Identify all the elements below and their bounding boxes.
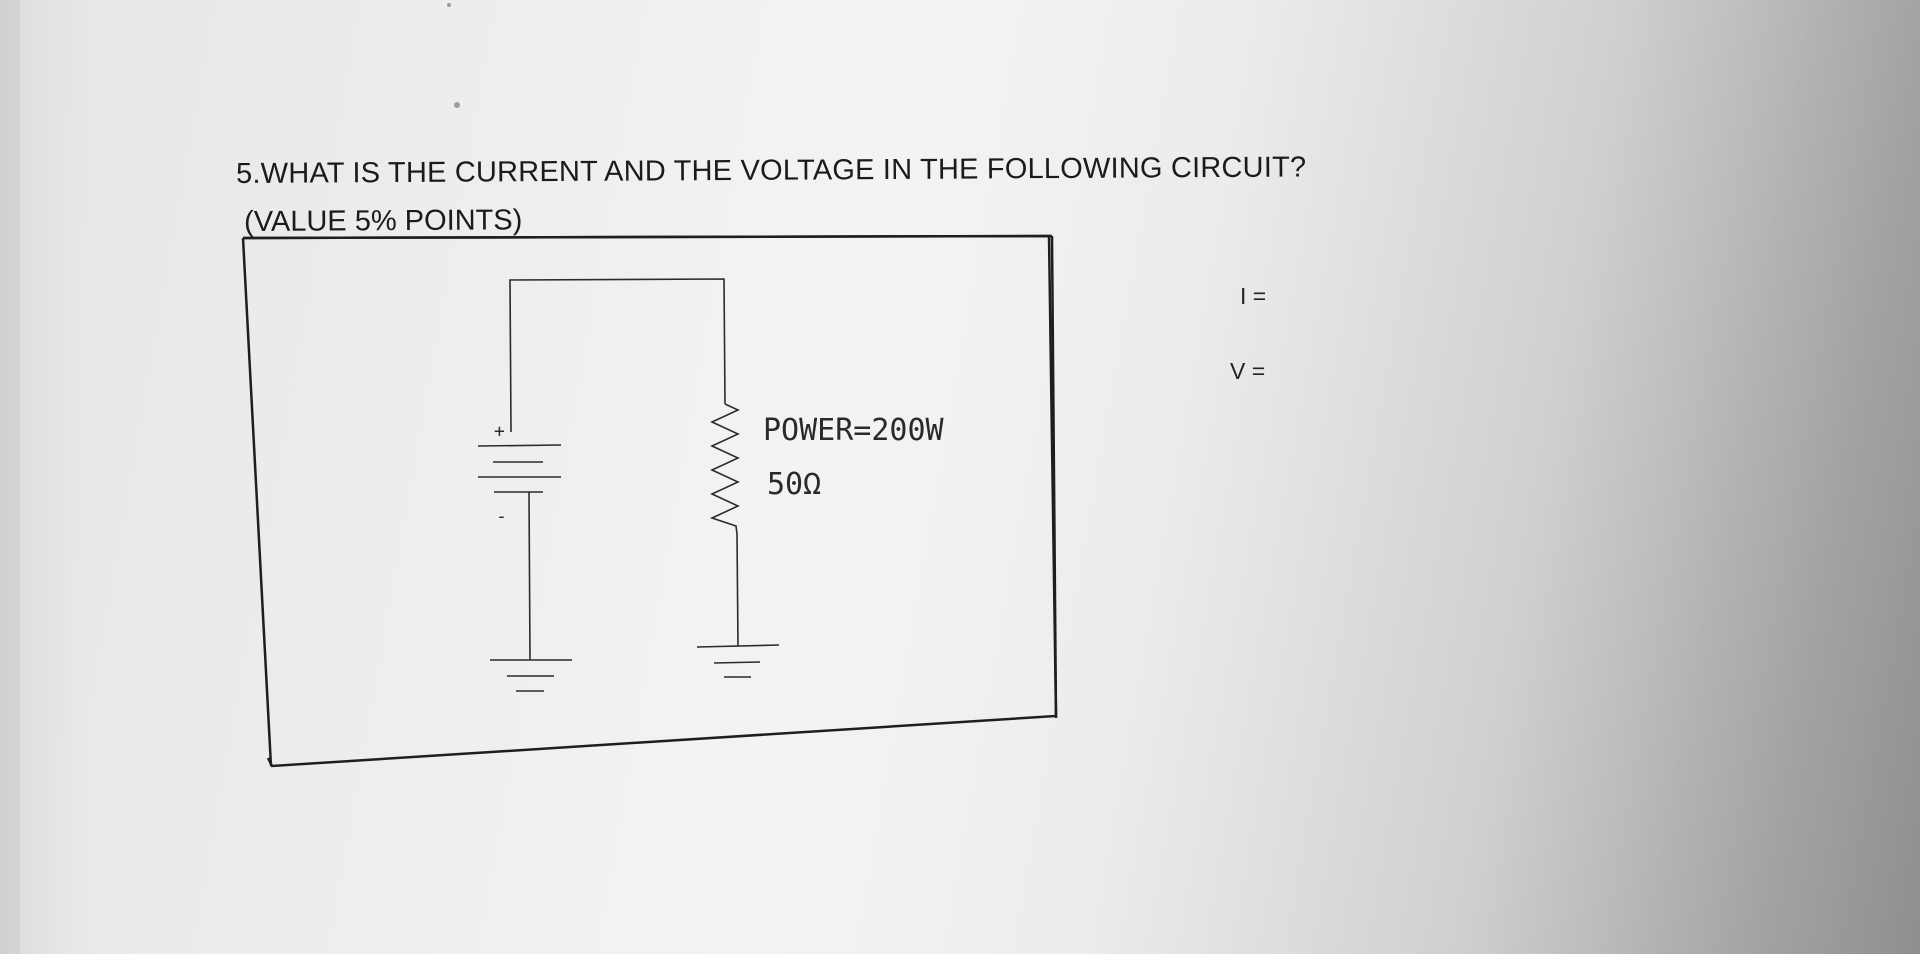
dust-speck: [447, 3, 451, 7]
resistor-ground-line-1: [696, 644, 780, 648]
voltage-answer-label: V =: [1230, 358, 1266, 384]
screen-glare: [20, 0, 1920, 954]
dust-speck: [454, 102, 460, 108]
battery-minus-sign: -: [496, 506, 507, 527]
diagram-frame-left-edge: [241, 237, 273, 767]
battery-plate-long: [477, 444, 562, 447]
power-label: POWER=200W: [763, 413, 945, 448]
top-wire: [509, 278, 726, 433]
monitor-bezel: [0, 0, 90, 954]
diagram-frame-top-edge: [242, 234, 1053, 240]
battery-plus-sign: +: [494, 421, 505, 442]
resistance-label: 50Ω: [767, 467, 821, 502]
current-answer-label: I =: [1240, 283, 1267, 309]
diagram-frame-right-edge: [1050, 235, 1058, 719]
resistor-lower-wire: [736, 533, 739, 647]
diagram-outer-frame: [242, 234, 1058, 768]
battery-lower-wire: [528, 491, 531, 661]
resistor-ground-line-2: [713, 661, 761, 664]
resistor-zigzag: [709, 403, 740, 535]
